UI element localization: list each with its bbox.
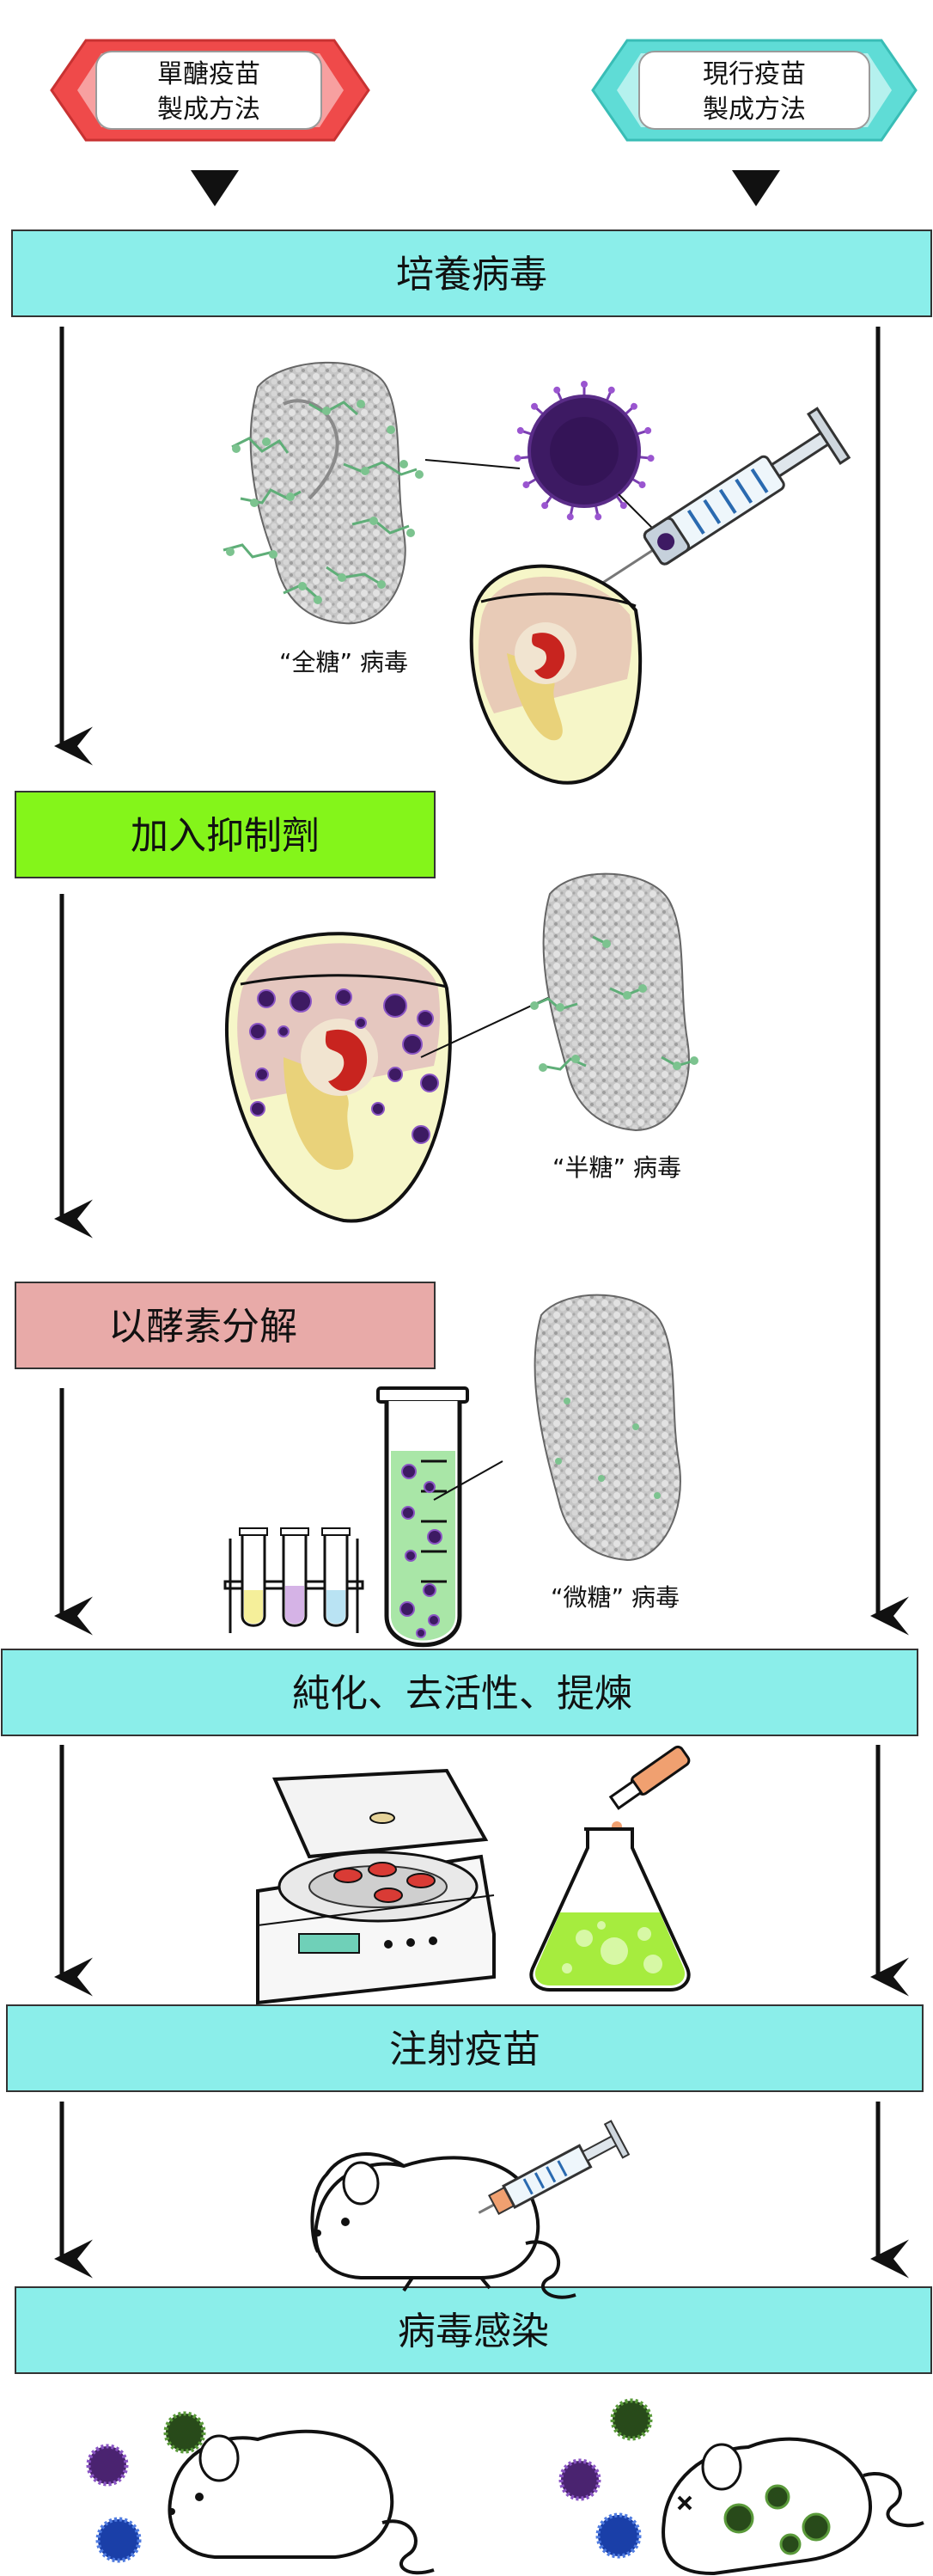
step-inhibitor: 加入抑制劑 bbox=[15, 791, 436, 878]
step-purify-label: 純化、去活性、提煉 bbox=[292, 1672, 632, 1716]
small-tube-yellow bbox=[239, 1527, 268, 1627]
mouse-injection-illustration bbox=[310, 2152, 576, 2299]
full-glycan-protein-illustration bbox=[223, 361, 424, 625]
step-purify: 純化、去活性、提煉 bbox=[1, 1649, 918, 1736]
small-tube-blue bbox=[321, 1527, 351, 1627]
header-left-badge: 單醣疫苗 製成方法 bbox=[50, 39, 370, 142]
centrifuge-illustration bbox=[256, 1768, 496, 2005]
step-infect-label: 病毒感染 bbox=[398, 2310, 549, 2353]
step-culture: 培養病毒 bbox=[11, 229, 932, 317]
syringe-illustration bbox=[595, 407, 851, 589]
virus-cluster-left bbox=[86, 2411, 206, 2563]
large-test-tube-illustration bbox=[376, 1386, 469, 1648]
step-enzyme: 以酵素分解 bbox=[15, 1282, 436, 1369]
step-infect: 病毒感染 bbox=[15, 2286, 932, 2374]
test-tube-rack-illustration bbox=[223, 1527, 364, 1633]
header-right-line2: 製成方法 bbox=[703, 95, 806, 125]
step-enzyme-label: 以酵素分解 bbox=[108, 1305, 297, 1349]
micro-glycan-protein-illustration bbox=[534, 1294, 681, 1562]
egg-virus-particles bbox=[249, 988, 439, 1144]
step-inject-label: 注射疫苗 bbox=[389, 2028, 540, 2071]
header-left-line1: 單醣疫苗 bbox=[157, 59, 260, 89]
purple-virus-illustration bbox=[512, 379, 656, 523]
mouse-syringe-illustration bbox=[478, 2120, 631, 2215]
pointer-line-half-glycan bbox=[420, 996, 551, 1058]
header-right-line1: 現行疫苗 bbox=[703, 59, 806, 89]
flask-illustration bbox=[529, 1745, 691, 1992]
healthy-mouse-illustration bbox=[168, 2429, 435, 2575]
half-glycan-label: “半糖” 病毒 bbox=[552, 1153, 681, 1182]
step-inhibitor-label: 加入抑制劑 bbox=[131, 814, 320, 858]
sick-mouse-illustration bbox=[662, 2437, 924, 2576]
header-right-triangle bbox=[732, 170, 780, 206]
step-culture-label: 培養病毒 bbox=[396, 253, 547, 297]
full-glycan-label: “全糖” 病毒 bbox=[279, 648, 408, 676]
pointer-line-virus bbox=[424, 459, 521, 469]
header-left-triangle bbox=[191, 170, 239, 206]
step-inject: 注射疫苗 bbox=[6, 2004, 924, 2092]
pointer-line-micro-glycan bbox=[433, 1460, 503, 1501]
header-left-line2: 製成方法 bbox=[157, 95, 260, 125]
virus-cluster-right bbox=[558, 2398, 653, 2559]
small-tube-purple bbox=[280, 1527, 309, 1627]
micro-glycan-label: “微糖” 病毒 bbox=[551, 1583, 680, 1612]
header-right-badge: 現行疫苗 製成方法 bbox=[591, 39, 918, 142]
egg-culture-illustration bbox=[469, 564, 643, 785]
half-glycan-protein-illustration bbox=[530, 872, 698, 1132]
